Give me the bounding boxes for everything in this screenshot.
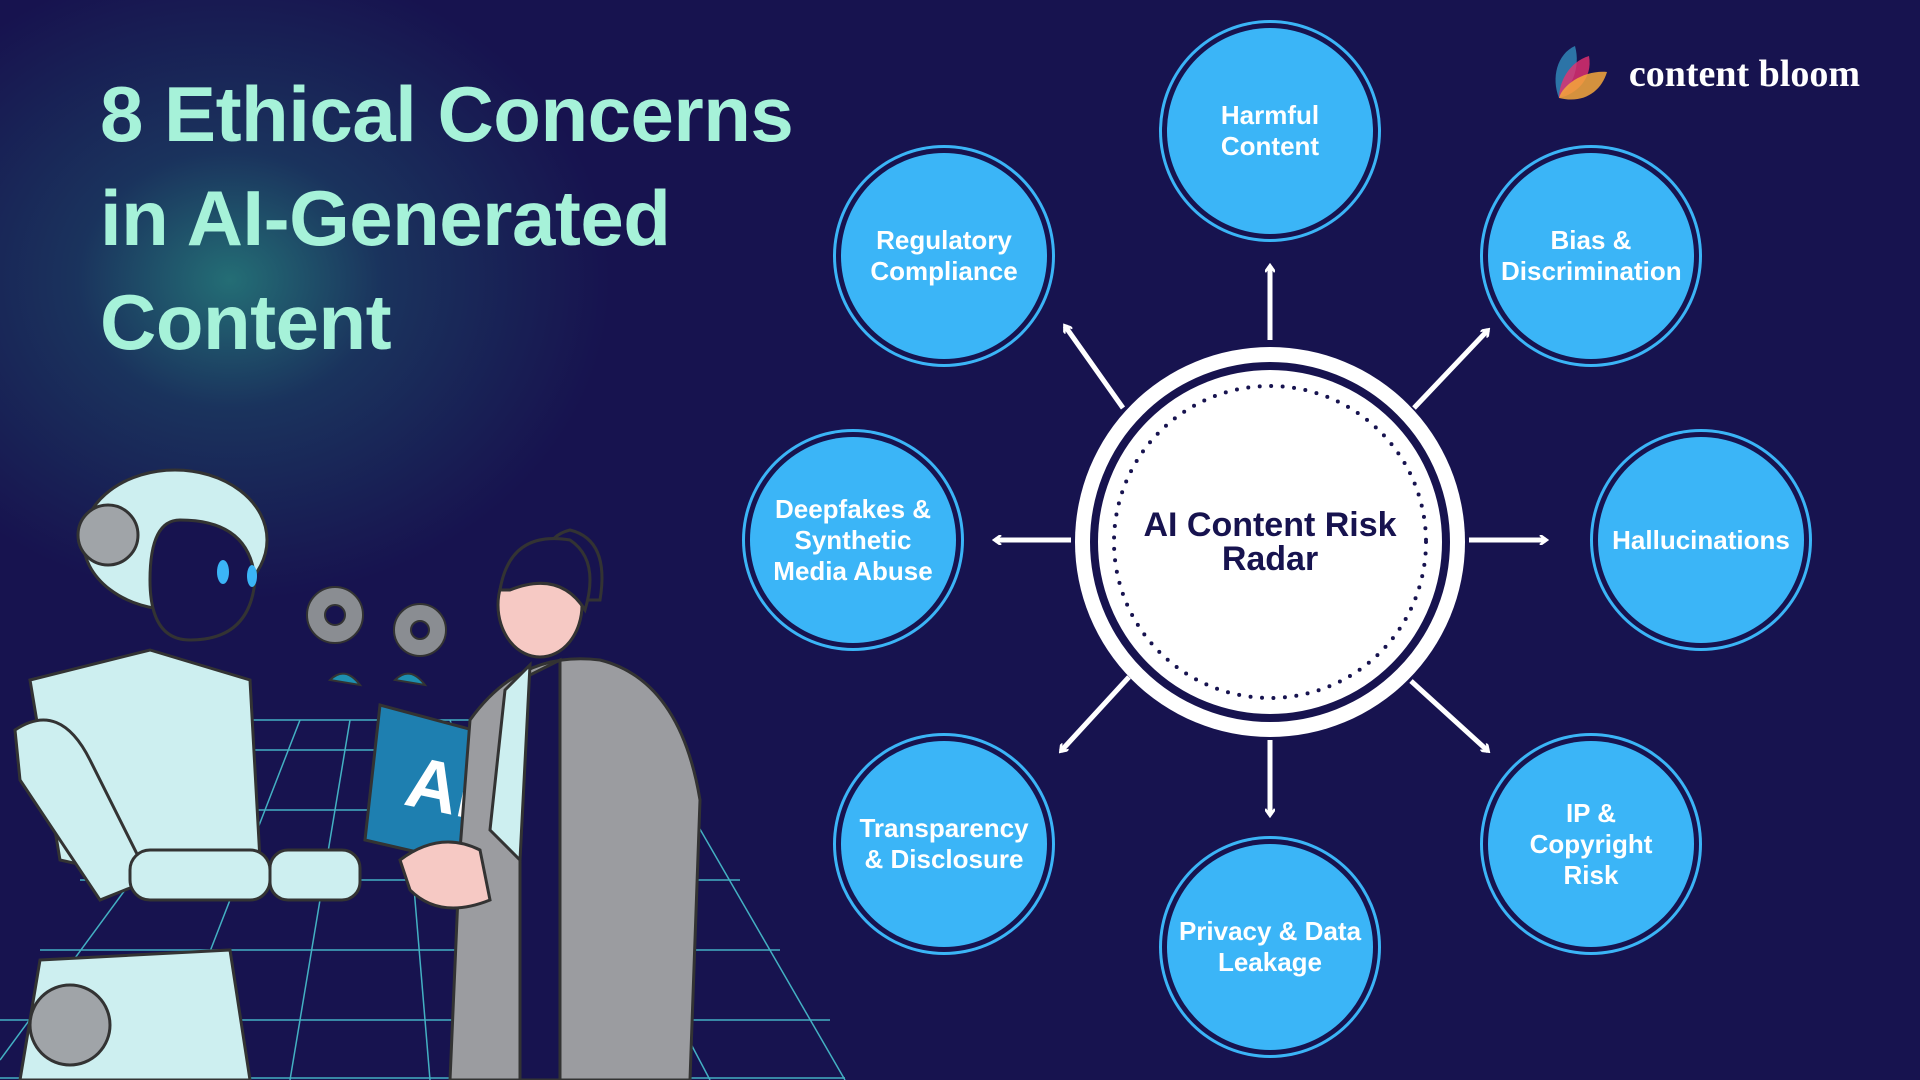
title-line-1: 8 Ethical Concerns — [100, 70, 794, 158]
robot-illustration — [13, 468, 362, 1080]
center-circle — [1075, 347, 1465, 737]
title-line-2: in AI-Generated — [100, 174, 671, 262]
concern-regulatory-compliance: Regulatory Compliance — [841, 153, 1047, 359]
concern-label: Bias & Discrimination — [1501, 225, 1682, 286]
concern-label: Privacy & Data Leakage — [1178, 916, 1362, 977]
brand-name: content bloom — [1628, 53, 1860, 95]
concern-label: IP & Copyright Risk — [1529, 797, 1653, 890]
brand-logo: content bloom — [1549, 44, 1860, 104]
arrow-up-right — [1412, 330, 1488, 410]
concern-bias-discrimination: Bias & Discrimination — [1488, 153, 1694, 359]
concern-privacy-data-leakage: Privacy & Data Leakage — [1167, 844, 1373, 1050]
bloom-logo-icon — [1555, 46, 1607, 100]
arrow-down-left — [1061, 675, 1131, 751]
arrow-down-right — [1409, 679, 1488, 751]
concern-ip-copyright: IP & Copyright Risk — [1488, 741, 1694, 947]
page-title: 8 Ethical Concerns in AI-Generated Conte… — [100, 62, 860, 374]
title-line-3: Content — [100, 278, 392, 366]
arrow-up-left — [1062, 326, 1126, 410]
concern-harmful-content: Harmful Content — [1167, 28, 1373, 234]
concern-label: Transparency & Disclosure — [859, 813, 1029, 874]
center-label: AI Content Risk Radar — [1143, 506, 1397, 578]
concern-label: Hallucinations — [1612, 524, 1790, 555]
concern-deepfakes: Deepfakes & Synthetic Media Abuse — [750, 437, 956, 643]
concern-transparency-disclosure: Transparency & Disclosure — [841, 741, 1047, 947]
concern-label: Harmful Content — [1220, 100, 1320, 161]
flowers-illustration — [306, 586, 447, 687]
person-illustration — [398, 528, 702, 1080]
concern-label: Regulatory Compliance — [870, 225, 1018, 286]
concern-label: Deepfakes & Synthetic Media Abuse — [773, 493, 933, 586]
concern-hallucinations: Hallucinations — [1598, 437, 1804, 643]
